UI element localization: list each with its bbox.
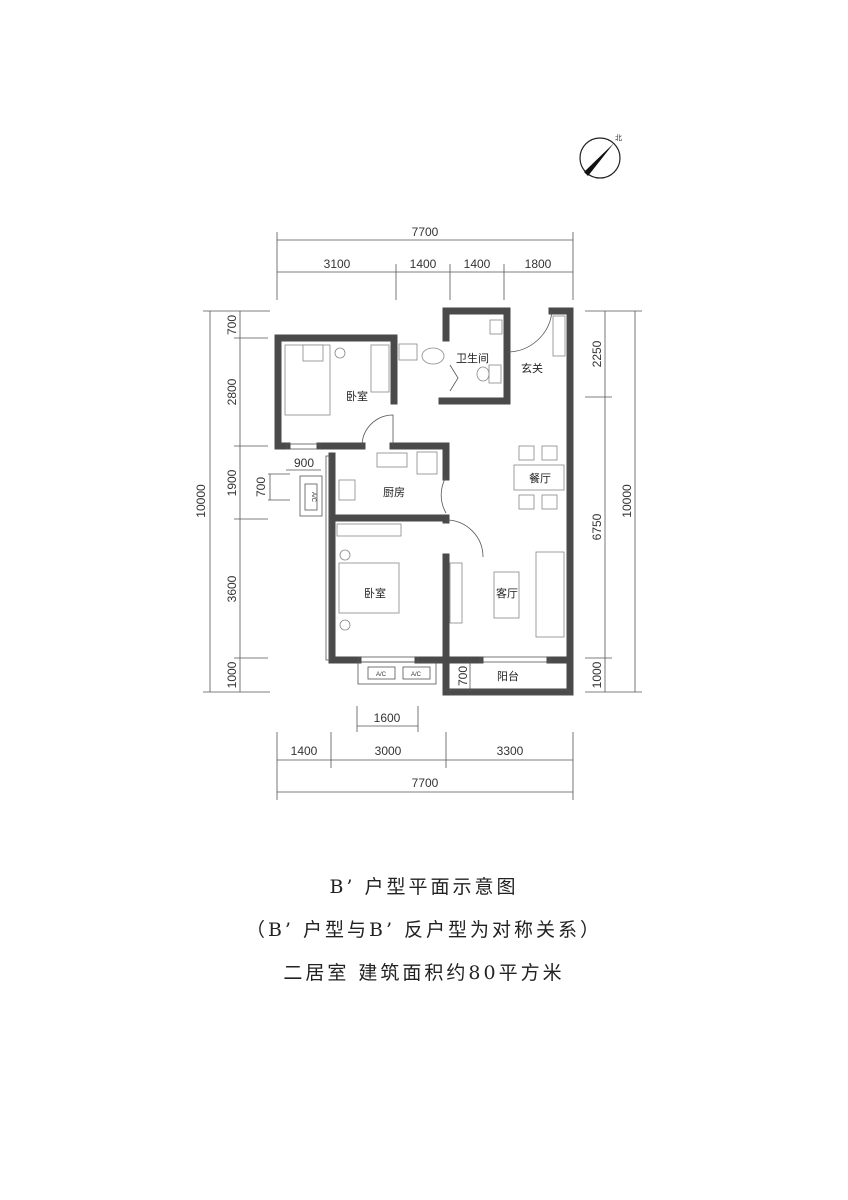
furniture xyxy=(284,315,566,638)
dim-right-3: 1000 xyxy=(590,661,604,688)
room-label-kitchen: 厨房 xyxy=(383,486,405,499)
dim-bottom-3: 3300 xyxy=(497,744,524,758)
room-label-bedroom-2: 卧室 xyxy=(364,586,386,600)
doors xyxy=(361,310,553,558)
ac-label: A/C xyxy=(411,672,422,678)
dim-bottom-total: 7700 xyxy=(412,776,439,790)
dim-left-5: 1000 xyxy=(225,661,239,688)
ac-dimension-lines xyxy=(268,469,471,692)
dim-left-total: 10000 xyxy=(194,484,208,518)
room-label-dining: 餐厅 xyxy=(529,471,551,485)
dim-top-3: 1400 xyxy=(464,257,491,271)
left-dimension-lines xyxy=(203,310,270,693)
dim-left-2: 2800 xyxy=(225,378,239,405)
north-compass-icon: 北 xyxy=(579,134,622,179)
windows xyxy=(286,443,571,696)
dim-right-2: 6750 xyxy=(590,513,604,540)
dim-top-1: 3100 xyxy=(324,257,351,271)
plan-title: B’ 户型平面示意图 xyxy=(329,876,519,898)
dim-top-2: 1400 xyxy=(410,257,437,271)
dim-left-3: 1900 xyxy=(225,469,239,496)
dim-right-total: 10000 xyxy=(620,484,634,518)
bottom-dimension-lines xyxy=(276,706,574,800)
ac-label: A/C xyxy=(376,672,387,678)
dim-window-1600: 1600 xyxy=(374,711,401,725)
room-label-bedroom-1: 卧室 xyxy=(346,389,368,403)
room-label-balcony: 阳台 xyxy=(497,669,519,683)
dim-balcony-700: 700 xyxy=(456,666,470,686)
dim-top-total: 7700 xyxy=(412,225,439,239)
compass-north-label: 北 xyxy=(615,134,622,142)
dim-ac-700: 700 xyxy=(254,477,268,497)
dim-bottom-2: 3000 xyxy=(375,744,402,758)
dim-bottom-1: 1400 xyxy=(291,744,318,758)
plan-area: 二居室 建筑面积约80平方米 xyxy=(283,962,565,984)
dim-ac-900: 900 xyxy=(294,456,314,470)
room-label-living: 客厅 xyxy=(496,586,518,600)
room-label-entrance: 玄关 xyxy=(521,361,543,375)
top-dimension-lines xyxy=(276,232,574,300)
dim-left-1: 700 xyxy=(225,315,239,335)
dim-right-1: 2250 xyxy=(590,340,604,367)
walls xyxy=(274,307,574,696)
ac-label: A/C xyxy=(310,492,316,503)
dim-left-4: 3600 xyxy=(225,575,239,602)
room-label-bathroom: 卫生间 xyxy=(456,351,489,365)
ac-units-bottom: A/C A/C xyxy=(357,661,437,685)
ac-unit-left: A/C xyxy=(299,475,323,517)
dim-top-4: 1800 xyxy=(525,257,552,271)
right-dimension-lines xyxy=(585,310,642,693)
plan-note: （B’ 户型与B’ 反户型为对称关系） xyxy=(245,919,603,941)
